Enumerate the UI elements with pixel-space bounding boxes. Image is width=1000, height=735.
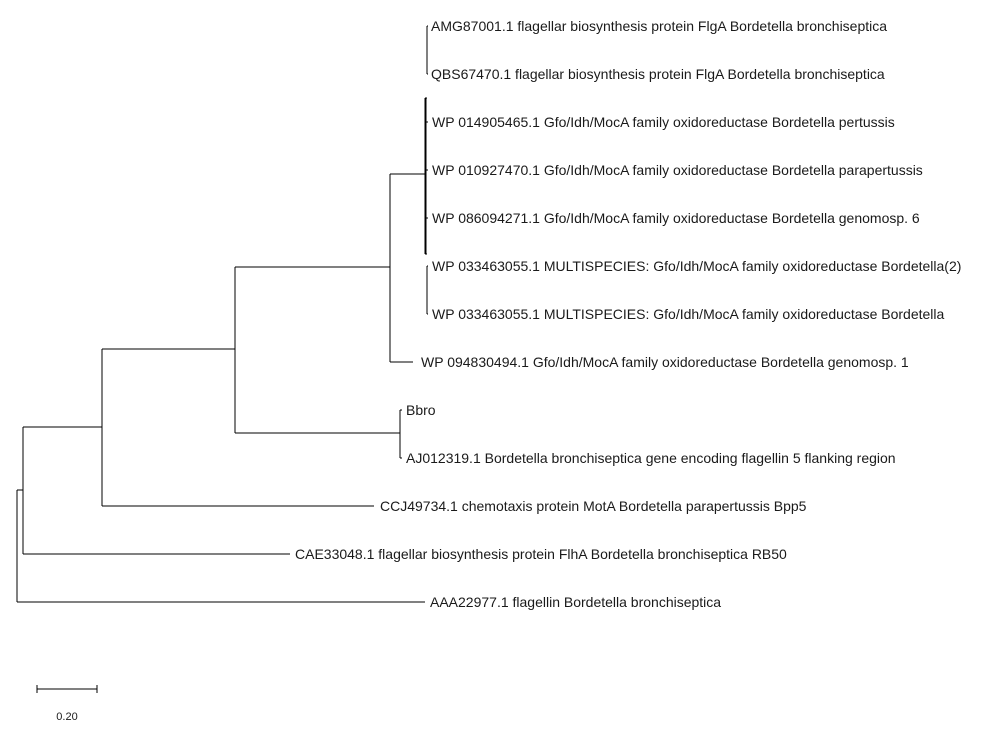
- leaf-label: QBS67470.1 flagellar biosynthesis protei…: [431, 66, 885, 82]
- leaf-label: WP 094830494.1 Gfo/Idh/MocA family oxido…: [421, 354, 909, 370]
- leaf-label: WP 033463055.1 MULTISPECIES: Gfo/Idh/Moc…: [432, 306, 945, 322]
- leaf-label: WP 033463055.1 MULTISPECIES: Gfo/Idh/Moc…: [432, 258, 961, 274]
- scale-bar-label: 0.20: [56, 711, 77, 723]
- leaf-label: WP 014905465.1 Gfo/Idh/MocA family oxido…: [432, 114, 895, 130]
- leaf-label: AJ012319.1 Bordetella bronchiseptica gen…: [406, 450, 896, 466]
- tree-leaf-labels: AMG87001.1 flagellar biosynthesis protei…: [295, 18, 961, 610]
- leaf-label: CAE33048.1 flagellar biosynthesis protei…: [295, 546, 787, 562]
- leaf-label: AAA22977.1 flagellin Bordetella bronchis…: [430, 594, 721, 610]
- leaf-label: WP 086094271.1 Gfo/Idh/MocA family oxido…: [432, 210, 920, 226]
- scale-bar: 0.20: [36, 685, 98, 723]
- tree-branches: [16, 25, 428, 603]
- leaf-label: WP 010927470.1 Gfo/Idh/MocA family oxido…: [432, 162, 923, 178]
- leaf-label: Bbro: [406, 402, 436, 418]
- leaf-label: CCJ49734.1 chemotaxis protein MotA Borde…: [380, 498, 807, 514]
- leaf-label: AMG87001.1 flagellar biosynthesis protei…: [431, 18, 887, 34]
